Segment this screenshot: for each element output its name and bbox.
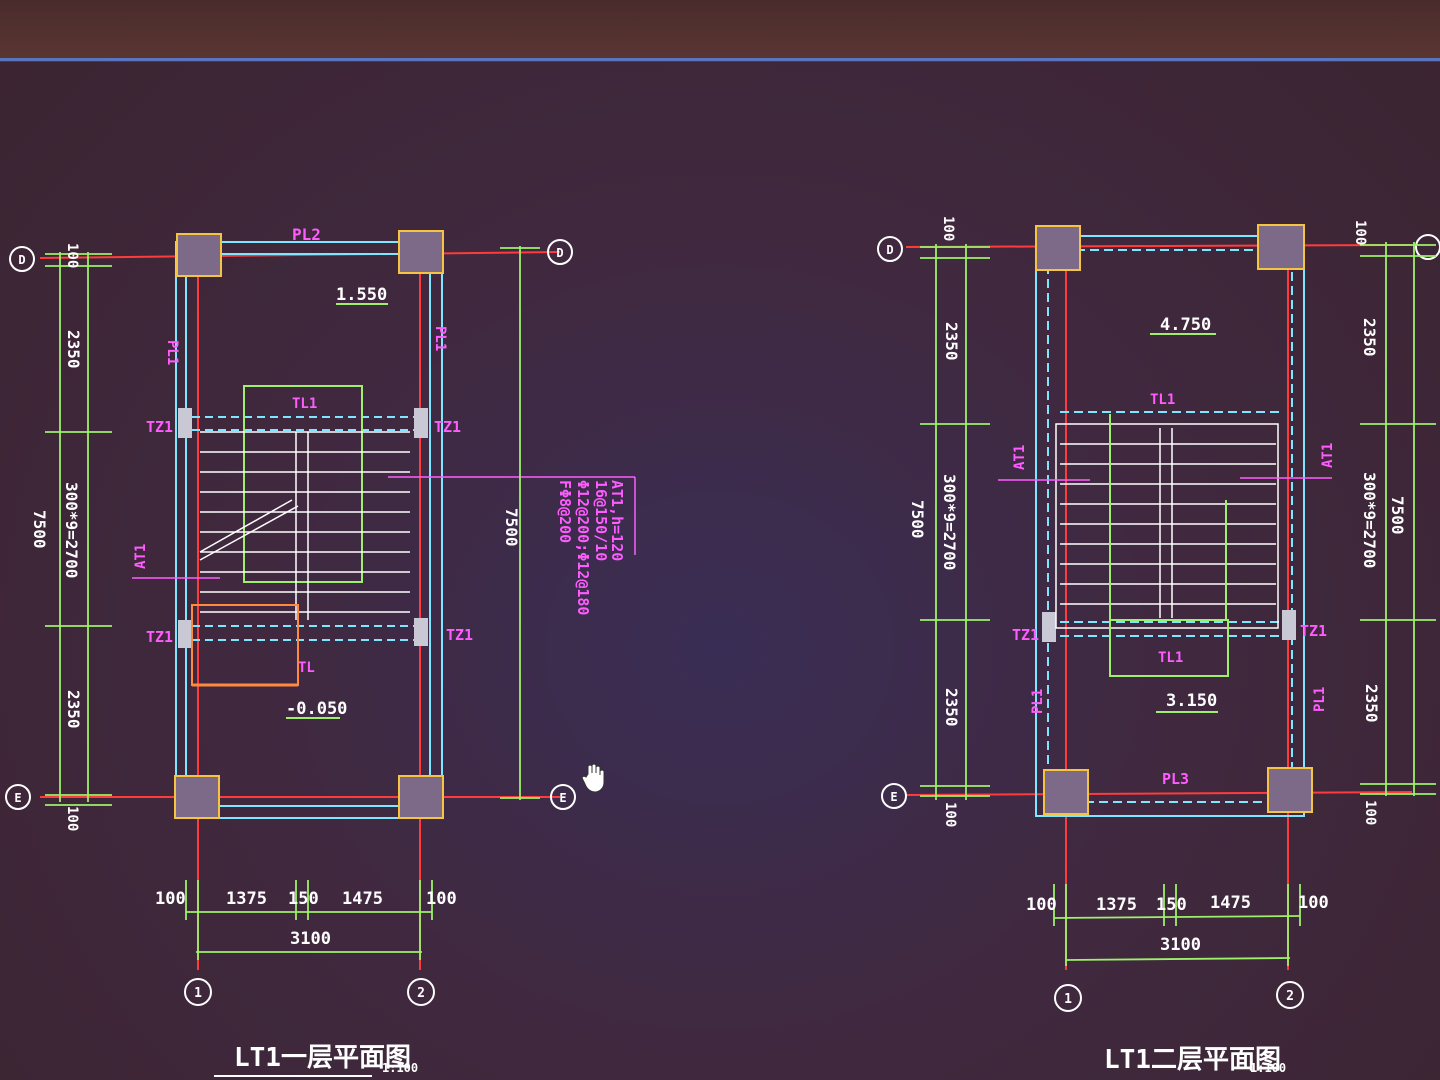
dimension-text: 2350 (942, 322, 961, 361)
note-line: AT1,h=120 (608, 480, 626, 561)
dimension-text: 2350 (1360, 318, 1379, 357)
dimension-text: 2350 (64, 330, 83, 369)
dimension-text: 100 (155, 889, 186, 909)
column-label: TZ1 (1012, 626, 1039, 644)
axis-label: E (559, 791, 566, 805)
drawing-title: LT1一层平面图 (234, 1043, 411, 1073)
axis-label: E (890, 790, 897, 804)
note-line: 16@150/10 (592, 480, 610, 561)
dimension-text: 3100 (290, 929, 331, 949)
column-label: TZ1 (146, 628, 173, 646)
beam-label: PL1 (1312, 687, 1328, 712)
beam-label: TL1 (1150, 392, 1175, 408)
dimension-text: 1475 (342, 889, 383, 909)
elevation-mark: 3.150 (1166, 691, 1217, 711)
dimension-text: 100 (64, 806, 80, 831)
axis-label: 2 (1286, 989, 1294, 1004)
dimension-text: 100 (940, 216, 956, 241)
dimension-text: 300*9=2700 (1360, 472, 1379, 568)
beam-label: PL1 (164, 340, 180, 365)
axis-bubble-D-right (547, 239, 573, 265)
axis-label: D (556, 246, 563, 260)
dimension-text: 100 (1298, 893, 1329, 913)
column-box (176, 233, 222, 277)
axis-bubble-2 (1276, 981, 1304, 1009)
axis-bubble-1 (1054, 984, 1082, 1012)
dimension-text: 300*9=2700 (62, 482, 81, 578)
beam-label: TL1 (1158, 650, 1183, 666)
drawing-title: LT1二层平面图 (1104, 1045, 1281, 1075)
axis-bubble-E-left (5, 784, 31, 810)
column-box (1035, 225, 1081, 271)
elevation-mark: 1.550 (336, 285, 387, 305)
axis-bubble-1 (184, 978, 212, 1006)
column-box (1043, 769, 1089, 815)
axis-bubble-D-right (1415, 234, 1440, 260)
dimension-text: 7500 (908, 500, 927, 539)
axis-label: E (14, 791, 21, 805)
plan-2[interactable]: D E 1 2 (877, 216, 1440, 1075)
axis-label: 2 (417, 986, 425, 1001)
axis-bubble-D-left (9, 246, 35, 272)
beam-label: TL (298, 660, 315, 676)
elevation-mark: 4.750 (1160, 315, 1211, 335)
dimension-text: 1475 (1210, 893, 1251, 913)
dimension-text: 150 (1156, 895, 1187, 915)
dimension-text: 2350 (942, 688, 961, 727)
column-label: TZ1 (434, 418, 461, 436)
column-box (398, 230, 444, 274)
dimension-text: 100 (426, 889, 457, 909)
hand-cursor-icon (581, 763, 605, 793)
slab-label: AT1 (1012, 445, 1028, 470)
column-label: TZ1 (446, 626, 473, 644)
note-line: FΦ8@200 (556, 480, 574, 543)
drawing-scale: 1:100 (382, 1061, 418, 1075)
dimension-text: 100 (1362, 800, 1378, 825)
elevation-mark: -0.050 (286, 699, 347, 719)
dimension-text: 100 (1352, 220, 1368, 245)
note-line: Φ12@200;Φ12@180 (574, 480, 592, 615)
dimension-text: 100 (1026, 895, 1057, 915)
dimension-text: 2350 (64, 690, 83, 729)
slab-reinforcement-note: AT1,h=120 16@150/10 Φ12@200;Φ12@180 FΦ8@… (556, 480, 626, 615)
dimension-text: 300*9=2700 (940, 474, 959, 570)
axis-bubble-2 (407, 978, 435, 1006)
column-box (398, 775, 444, 819)
dimension-text: 1375 (226, 889, 267, 909)
axis-bubble-E-left (881, 783, 907, 809)
axis-label: D (886, 243, 893, 257)
drawing-scale: 1:100 (1250, 1061, 1286, 1075)
slab-label: AT1 (1320, 443, 1336, 468)
window-top-band (0, 0, 1440, 62)
column-box (1257, 224, 1305, 270)
beam-label: PL1 (1030, 689, 1046, 714)
axis-bubble-D-left (877, 236, 903, 262)
column-label: TZ1 (146, 418, 173, 436)
dimension-text: 150 (288, 889, 319, 909)
beam-label: PL3 (1162, 770, 1189, 788)
axis-label: 1 (194, 986, 202, 1001)
dimension-text: 3100 (1160, 935, 1201, 955)
dimension-text: 2350 (1362, 684, 1381, 723)
dimension-text: 7500 (1388, 496, 1407, 535)
beam-label: TL1 (292, 396, 317, 412)
column-box (1267, 767, 1313, 813)
axis-label: 1 (1064, 992, 1072, 1007)
dimension-text: 100 (64, 243, 80, 268)
column-label: TZ1 (1300, 622, 1327, 640)
viewport-edge-line (0, 58, 1440, 61)
beam-label: PL1 (432, 326, 448, 351)
axis-label: D (18, 253, 25, 267)
dimension-text: 1375 (1096, 895, 1137, 915)
dimension-text: 7500 (502, 508, 521, 547)
dimension-text: 7500 (30, 510, 49, 549)
beam-label: PL2 (292, 225, 321, 244)
slab-label: AT1 (133, 544, 149, 569)
column-box (174, 775, 220, 819)
axis-bubble-E-right (550, 784, 576, 810)
plan-1[interactable]: D D E E 1 2 (5, 225, 636, 1077)
dimension-text: 100 (942, 802, 958, 827)
